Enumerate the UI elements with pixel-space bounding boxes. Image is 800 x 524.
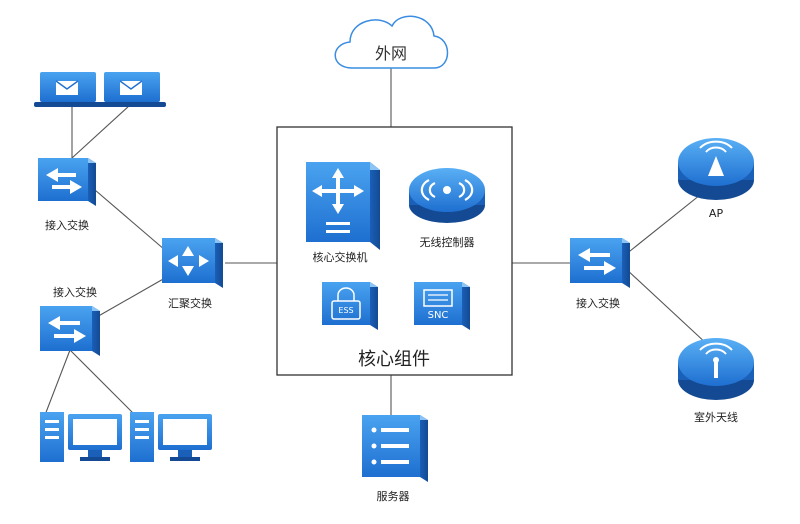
connection-lines xyxy=(44,68,709,416)
desktop-pc-icon xyxy=(40,412,122,462)
ap-icon xyxy=(678,138,754,200)
laptop-icon xyxy=(34,72,102,107)
line-laptop2-access xyxy=(71,104,131,159)
line-access-pc2 xyxy=(69,349,136,416)
aggregation-switch-label: 汇聚交换 xyxy=(168,297,212,310)
ap-label: AP xyxy=(708,207,724,220)
outdoor-antenna-label: 室外天线 xyxy=(694,411,738,424)
laptop-icon xyxy=(98,72,166,107)
snc-icon xyxy=(414,282,470,330)
core-switch-icon xyxy=(306,162,380,250)
desktop-pc-icon xyxy=(130,412,212,462)
cloud-icon xyxy=(334,15,449,69)
core-switch-label: 核心交换机 xyxy=(312,251,368,264)
line-access-top-aggregation xyxy=(94,189,166,251)
line-access-pc1 xyxy=(44,349,71,416)
wireless-controller-icon xyxy=(409,168,485,223)
server-icon xyxy=(362,415,428,482)
snc-label: SNC xyxy=(427,310,449,321)
outdoor-antenna-icon xyxy=(678,338,754,400)
server-label: 服务器 xyxy=(376,490,410,503)
access-switch-top-icon xyxy=(38,158,96,206)
access-switch-right-icon xyxy=(570,238,630,288)
cloud-label: 外网 xyxy=(374,44,408,63)
core-group-title: 核心组件 xyxy=(358,349,430,370)
aggregation-switch-icon xyxy=(162,238,223,288)
access-switch-top-label: 接入交换 xyxy=(45,219,89,232)
ess-label: ESS xyxy=(338,306,354,315)
access-switch-bottom-label: 接入交换 xyxy=(53,286,97,299)
line-access-ap xyxy=(624,194,701,256)
line-access-bottom-aggregation xyxy=(94,277,166,319)
access-switch-right-label: 接入交换 xyxy=(576,297,620,310)
access-switch-bottom-icon xyxy=(40,306,100,356)
line-access-antenna xyxy=(624,267,709,346)
ess-icon xyxy=(322,282,378,330)
wireless-controller-label: 无线控制器 xyxy=(419,236,475,249)
